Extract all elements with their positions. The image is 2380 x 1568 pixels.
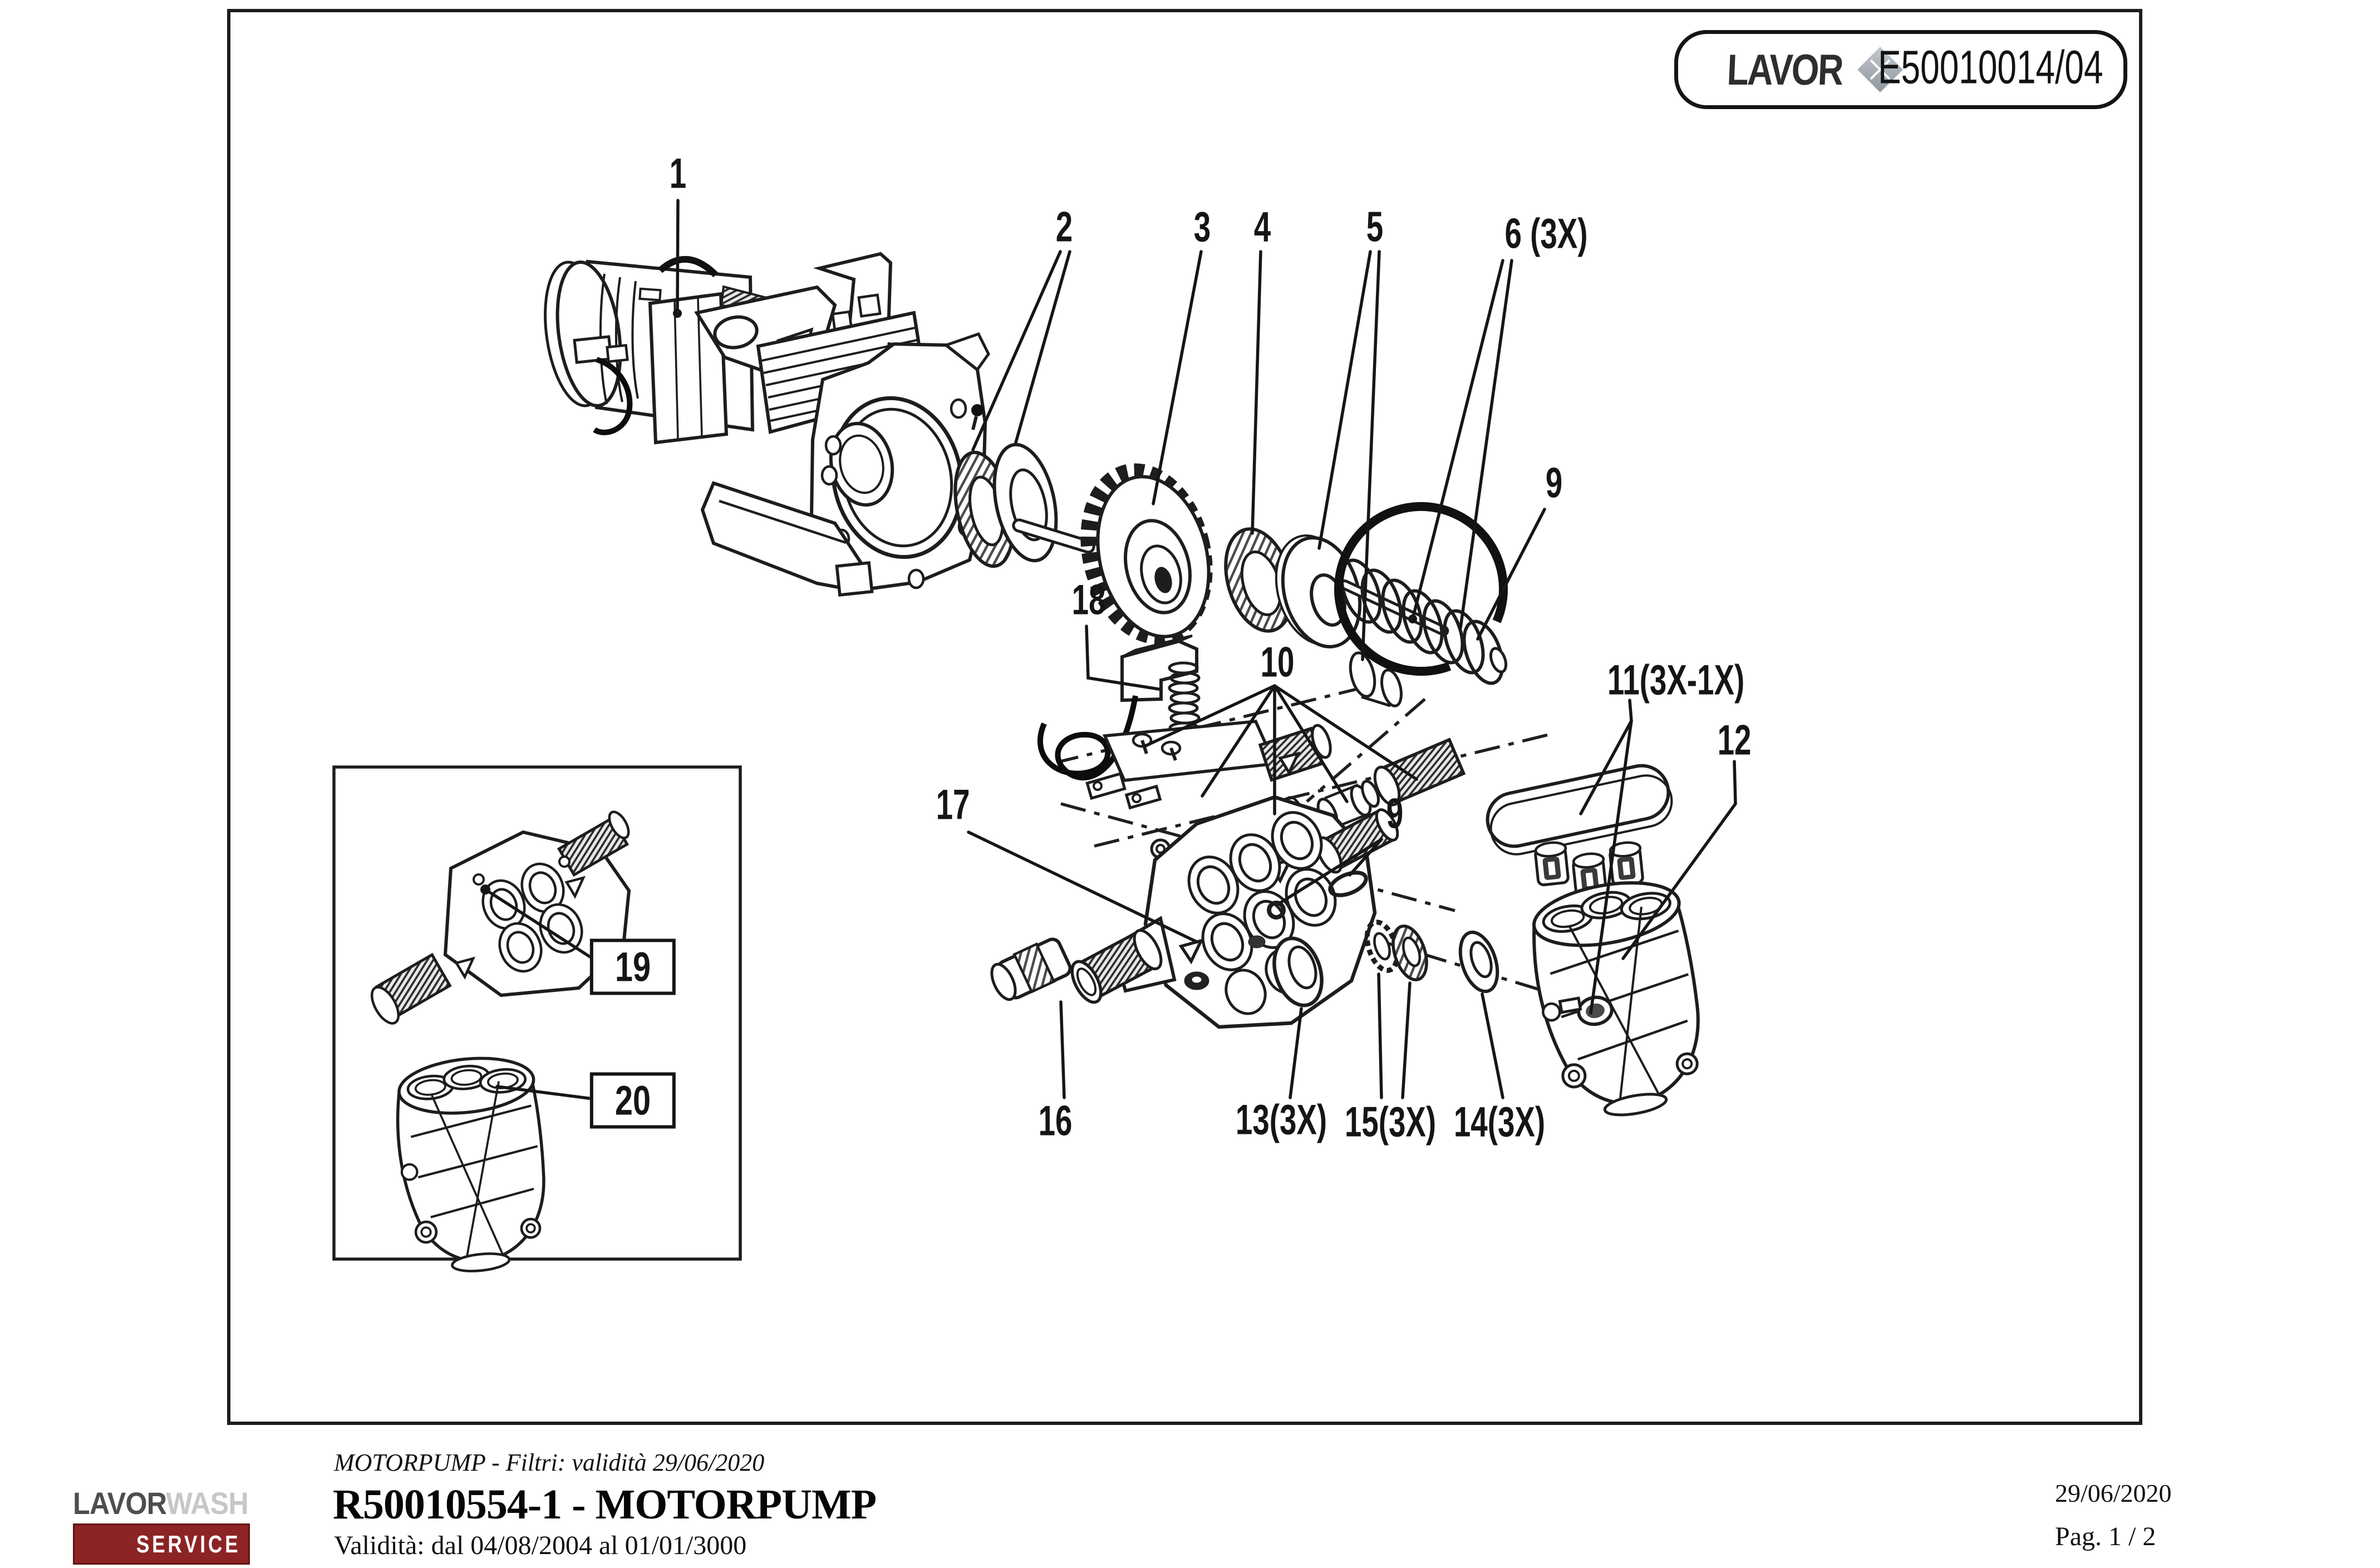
manifold-variant-19-drawing xyxy=(370,810,631,1025)
callout-9-top: 9 xyxy=(1545,459,1563,507)
callout-15: 15(3X) xyxy=(1344,1098,1437,1146)
document-subtitle: MOTORPUMP - Filtri: validità 29/06/2020 xyxy=(334,1449,765,1476)
callout-18: 18 xyxy=(1071,576,1106,624)
service-badge-text: SERVICE xyxy=(136,1531,240,1558)
lavorwash-service-logo: LAVORWASH SERVICE xyxy=(73,1485,250,1565)
lavor-logo-text: LAVOR xyxy=(1726,45,1843,94)
callout-10: 10 xyxy=(1260,638,1295,686)
inset-variants-box xyxy=(332,765,742,1278)
inlet-plug-drawing xyxy=(990,937,1072,1001)
callout-16: 16 xyxy=(1038,1097,1073,1145)
callout-19-box: 19 xyxy=(589,938,676,995)
motor-assembly-drawing xyxy=(544,252,990,597)
callout-13: 13(3X) xyxy=(1235,1096,1327,1144)
callout-14: 14(3X) xyxy=(1453,1098,1546,1146)
seal-ring-row-drawing xyxy=(1267,871,1499,1007)
page-indicator: Pag. 1 / 2 xyxy=(2055,1522,2156,1551)
callout-17: 17 xyxy=(936,781,970,829)
service-badge: SERVICE xyxy=(73,1523,250,1565)
drawing-code: E50010014/04 xyxy=(1878,41,2103,94)
bracket-spring-wire-drawing xyxy=(1037,634,1201,810)
piston-guide-variant-20-drawing xyxy=(391,1052,554,1277)
document-validity: Validità: dal 04/08/2004 al 01/01/3000 xyxy=(334,1531,747,1560)
callout-5: 5 xyxy=(1366,203,1384,251)
leader-lines xyxy=(480,199,1737,1102)
callout-1: 1 xyxy=(669,150,687,198)
gear-drawing xyxy=(1080,463,1213,645)
piston-guide-drawing xyxy=(1523,873,1715,1127)
callout-3: 3 xyxy=(1193,203,1211,251)
lavorwash-logo-dark: LAVOR xyxy=(73,1486,166,1521)
callout-4: 4 xyxy=(1253,203,1271,251)
callout-20-box: 20 xyxy=(589,1072,676,1129)
washer-set-drawing xyxy=(1224,527,1403,707)
callout-12: 12 xyxy=(1717,716,1752,764)
pump-manifold-drawing xyxy=(1070,795,1399,1029)
lavorwash-logo-light: WASH xyxy=(166,1486,249,1521)
document-date: 29/06/2020 xyxy=(2055,1479,2172,1507)
document-title: R50010554-1 - MOTORPUMP xyxy=(333,1481,877,1528)
callout-2: 2 xyxy=(1055,203,1073,251)
valve-cover-drawing xyxy=(1486,764,1673,898)
callout-9-bottom: 9 xyxy=(1386,790,1404,838)
callout-6: 6 (3X) xyxy=(1504,210,1588,258)
lavor-logo: LAVOR xyxy=(1726,45,1904,95)
callout-11: 11(3X-1X) xyxy=(1607,656,1745,704)
diagram-frame xyxy=(227,9,2142,1425)
bearing-and-key-drawing xyxy=(953,443,1095,568)
header-code-plate: LAVOR E50010014/04 xyxy=(1674,30,2127,109)
